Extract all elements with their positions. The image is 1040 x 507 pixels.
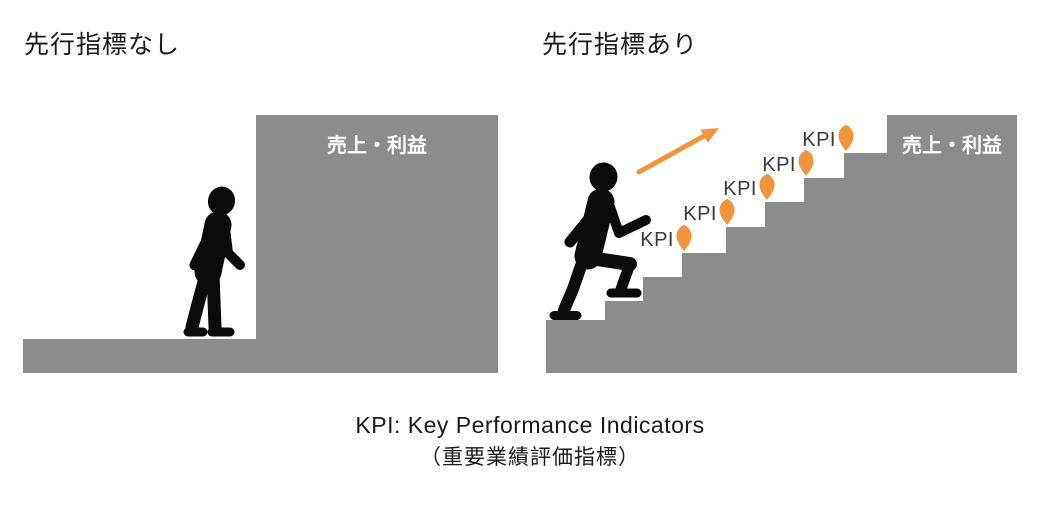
left-block-label: 売上・利益 — [327, 133, 427, 157]
person-climbing-icon — [549, 162, 651, 320]
kpi-label-2: KPI — [683, 203, 717, 225]
kpi-item: KPI — [762, 150, 814, 176]
kpi-item: KPI — [683, 199, 735, 225]
kpi-marker-icon — [719, 199, 735, 225]
growth-arrow-icon — [636, 128, 719, 175]
kpi-definition-ja: （重要業績評価指標） — [420, 446, 640, 469]
kpi-marker-icon — [759, 174, 775, 200]
kpi-item: KPI — [802, 125, 854, 151]
right-diagram: 売上・利益 KPI KPI KPI — [546, 115, 1017, 373]
kpi-marker-icon — [838, 125, 854, 151]
kpi-markers: KPI KPI KPI KPI KPI — [640, 125, 854, 251]
left-diagram: 売上・利益 — [23, 115, 498, 373]
kpi-definition-en: KPI: Key Performance Indicators — [355, 412, 705, 438]
right-block-label: 売上・利益 — [902, 133, 1002, 157]
staircase — [546, 115, 1017, 373]
right-panel-title: 先行指標あり — [542, 31, 699, 59]
kpi-label-5: KPI — [802, 129, 836, 151]
footnote: KPI: Key Performance Indicators （重要業績評価指… — [0, 410, 1040, 473]
left-panel-title: 先行指標なし — [24, 31, 181, 59]
kpi-label-1: KPI — [640, 229, 674, 251]
kpi-marker-icon — [798, 150, 814, 176]
kpi-item: KPI — [723, 174, 775, 200]
person-standing-icon — [183, 186, 245, 337]
left-cliff-block — [256, 115, 498, 373]
kpi-marker-icon — [676, 225, 692, 251]
left-floor — [23, 339, 498, 373]
kpi-label-4: KPI — [762, 154, 796, 176]
kpi-label-3: KPI — [723, 178, 757, 200]
kpi-item: KPI — [640, 225, 692, 251]
